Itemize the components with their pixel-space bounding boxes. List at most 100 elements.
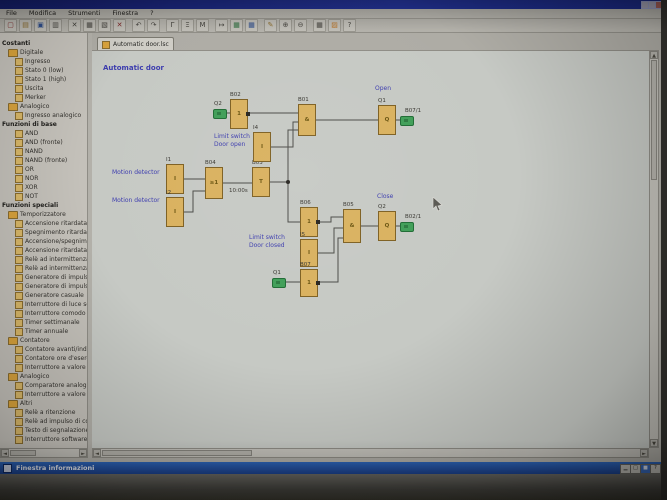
connector-marker-b07-1[interactable]	[400, 116, 414, 126]
wire[interactable]	[318, 216, 343, 223]
scroll-left-icon[interactable]: ◄	[1, 449, 9, 457]
copy-icon[interactable]: ▦	[83, 19, 96, 32]
logo-to-pc-icon[interactable]: ▦	[245, 19, 258, 32]
save-icon[interactable]: ▣	[34, 19, 47, 32]
menu-modifica[interactable]: Modifica	[28, 9, 57, 17]
block-q1[interactable]: Q	[378, 105, 396, 135]
tree-item-temporizzatore[interactable]: Temporizzatore	[0, 210, 87, 219]
tree-item-ingresso[interactable]: Ingresso	[0, 57, 87, 66]
tree-item-interruttore-software[interactable]: Interruttore software	[0, 435, 87, 444]
paste-icon[interactable]: ▧	[98, 19, 111, 32]
tree-item-accensione-spegnime[interactable]: Accensione/spegnime	[0, 237, 87, 246]
tree-item-stato-1-high[interactable]: Stato 1 (high)	[0, 75, 87, 84]
block-i4[interactable]: I	[253, 132, 271, 162]
scroll-thumb[interactable]	[10, 450, 36, 456]
tree-item-funzioni-speciali[interactable]: Funzioni speciali	[0, 201, 87, 210]
tree-item-analogico[interactable]: Analogico	[0, 102, 87, 111]
macro-icon[interactable]: M	[196, 19, 209, 32]
tree-item-spegnimento-ritardato[interactable]: Spegnimento ritardato	[0, 228, 87, 237]
tree-item-contatore[interactable]: Contatore	[0, 336, 87, 345]
block-b06[interactable]: 1	[300, 207, 320, 237]
tree-item-rel-ad-intermittenza[interactable]: Relè ad intermittenza	[0, 264, 87, 273]
block-b01[interactable]: &	[298, 104, 316, 136]
tree-item-interruttore-comodo[interactable]: Interruttore comodo	[0, 309, 87, 318]
scroll-thumb[interactable]	[102, 450, 252, 456]
tree-item-and-fronte[interactable]: AND (fronte)	[0, 138, 87, 147]
tree-item-merker[interactable]: Merker	[0, 93, 87, 102]
block-i1[interactable]: I	[166, 164, 184, 194]
block-b05[interactable]: &	[343, 209, 361, 243]
menu-finestra[interactable]: Finestra	[112, 9, 139, 17]
block-i5[interactable]: I	[300, 239, 318, 267]
scroll-down-icon[interactable]: ▼	[650, 439, 658, 447]
tree-item-timer-settimanale[interactable]: Timer settimanale	[0, 318, 87, 327]
tree-item-comparatore-analogic[interactable]: Comparatore analogic	[0, 381, 87, 390]
connector-marker-q1[interactable]	[272, 278, 286, 288]
tree-item-stato-0-low[interactable]: Stato 0 (low)	[0, 66, 87, 75]
tree-item-costanti[interactable]: Costanti	[0, 39, 87, 48]
tree-item-testo-di-segnalazione[interactable]: Testo di segnalazione	[0, 426, 87, 435]
tree-item-timer-annuale[interactable]: Timer annuale	[0, 327, 87, 336]
block-i2[interactable]: I	[166, 197, 184, 227]
menu-?[interactable]: ?	[150, 9, 154, 17]
tree-item-rel-a-ritenzione[interactable]: Relè a ritenzione	[0, 408, 87, 417]
zoom-in-icon[interactable]: ⊕	[279, 19, 292, 32]
block-b02[interactable]: 1	[230, 99, 250, 129]
delete-icon[interactable]: ✕	[113, 19, 126, 32]
convert-fbd-icon[interactable]: Ξ	[181, 19, 194, 32]
simulation-icon[interactable]: ✎	[264, 19, 277, 32]
catalog-icon[interactable]: ▨	[328, 19, 341, 32]
block-b07[interactable]: 1	[300, 269, 320, 297]
tree-item-contatore-ore-d-eserc[interactable]: Contatore ore d'eserc	[0, 354, 87, 363]
tree-item-generatore-di-impulsi[interactable]: Generatore di impulsi	[0, 273, 87, 282]
tree-item-nand-fronte[interactable]: NAND (fronte)	[0, 156, 87, 165]
tree-item-not[interactable]: NOT	[0, 192, 87, 201]
tree-item-digitale[interactable]: Digitale	[0, 48, 87, 57]
new-file-icon[interactable]: ▢	[4, 19, 17, 32]
menu-file[interactable]: File	[6, 9, 17, 17]
connector-marker-q2[interactable]	[213, 109, 227, 119]
tree-item-ingresso-analogico[interactable]: Ingresso analogico	[0, 111, 87, 120]
tree-item-and[interactable]: AND	[0, 129, 87, 138]
tree-item-accensione-ritardata[interactable]: Accensione ritardata	[0, 219, 87, 228]
tree-item-generatore-casuale[interactable]: Generatore casuale	[0, 291, 87, 300]
tree-horizontal-scrollbar[interactable]: ◄ ►	[0, 448, 88, 458]
tree-item-altri[interactable]: Altri	[0, 399, 87, 408]
tree-item-nand[interactable]: NAND	[0, 147, 87, 156]
block-q2[interactable]: Q	[378, 211, 396, 241]
wire[interactable]	[184, 190, 205, 213]
canvas-vertical-scrollbar[interactable]: ▲ ▼	[649, 50, 659, 448]
scroll-thumb[interactable]	[651, 60, 657, 180]
tree-item-funzioni-di-base[interactable]: Funzioni di base	[0, 120, 87, 129]
tree-item-rel-ad-impulso-di-cor[interactable]: Relè ad impulso di cor	[0, 417, 87, 426]
tree-item-interruttore-di-luce-sc[interactable]: Interruttore di luce sc	[0, 300, 87, 309]
cut-icon[interactable]: ✕	[68, 19, 81, 32]
tree-item-analogico[interactable]: Analogico	[0, 372, 87, 381]
tree-item-interruttore-a-valore-d[interactable]: Interruttore a valore d	[0, 390, 87, 399]
convert-lad-icon[interactable]: Γ	[166, 19, 179, 32]
scroll-left-icon[interactable]: ◄	[93, 449, 101, 457]
undo-icon[interactable]: ↶	[132, 19, 145, 32]
wire[interactable]	[287, 182, 300, 223]
tree-item-accensione-ritardata[interactable]: Accensione ritardata	[0, 246, 87, 255]
tree-item-rel-ad-intermittenza[interactable]: Relè ad intermittenza	[0, 255, 87, 264]
block-b03[interactable]: T	[252, 167, 270, 197]
tree-item-xor[interactable]: XOR	[0, 183, 87, 192]
wire[interactable]	[271, 121, 298, 148]
scroll-right-icon[interactable]: ►	[640, 449, 648, 457]
canvas-horizontal-scrollbar[interactable]: ◄ ►	[92, 448, 649, 458]
print-icon[interactable]: ▥	[49, 19, 62, 32]
open-file-icon[interactable]: ▤	[19, 19, 32, 32]
block-b04[interactable]: ≥1	[205, 167, 223, 199]
tree-item-interruttore-a-valore-d[interactable]: Interruttore a valore d	[0, 363, 87, 372]
connector-marker-b02-1[interactable]	[400, 222, 414, 232]
info-help-button[interactable]: ?	[650, 464, 661, 474]
help-icon[interactable]: ?	[343, 19, 356, 32]
wire[interactable]	[318, 237, 343, 283]
tree-item-uscita[interactable]: Uscita	[0, 84, 87, 93]
tree-item-or[interactable]: OR	[0, 165, 87, 174]
tab-automatic-door[interactable]: Automatic door.lsc	[97, 37, 174, 51]
transfer-icon[interactable]: ↦	[215, 19, 228, 32]
window-titlebar[interactable]	[0, 0, 663, 9]
